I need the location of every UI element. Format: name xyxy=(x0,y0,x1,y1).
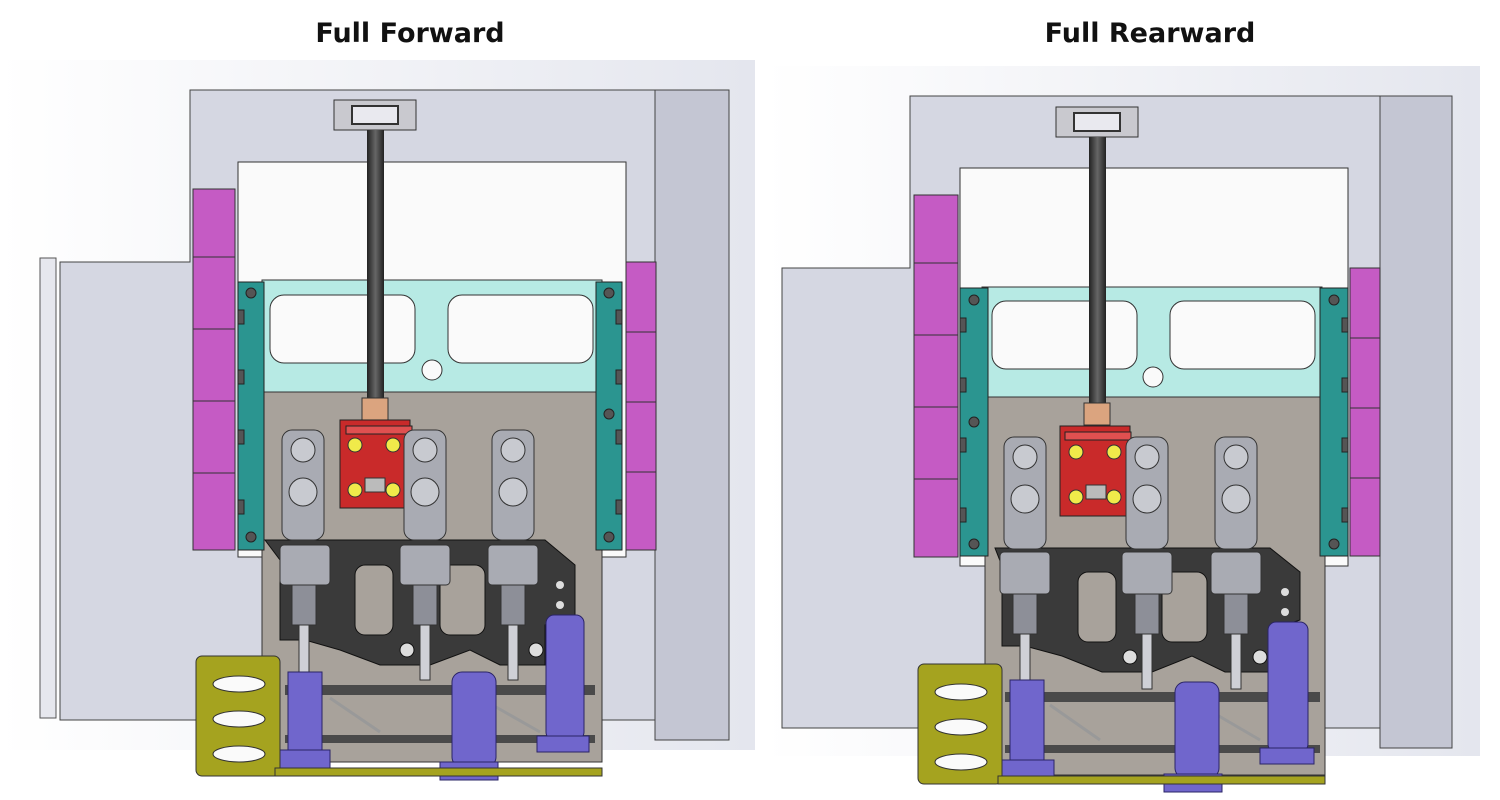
adjuster-block xyxy=(1059,425,1132,517)
plate-cutout xyxy=(1169,300,1316,370)
bottom-rail xyxy=(285,685,595,695)
top-bearing xyxy=(351,105,399,125)
frame-hole xyxy=(399,642,415,658)
panel-title-full-rearward: Full Rearward xyxy=(1044,18,1256,49)
plate-cutout xyxy=(447,294,594,364)
pedal-assembly-full-rearward xyxy=(765,66,1480,793)
plate-hole xyxy=(1142,366,1164,388)
frame-strut xyxy=(1049,703,1101,742)
frame-hole xyxy=(1281,588,1289,596)
frame-cutout xyxy=(354,564,394,636)
bumper-stack-right xyxy=(1349,267,1381,557)
rail-bolts xyxy=(959,294,1349,550)
floor-rail xyxy=(997,775,1326,785)
housing-left-wing xyxy=(39,257,57,719)
frame-cutout xyxy=(1077,571,1117,643)
pedal-actuator-icon xyxy=(536,614,590,753)
heel-rest-icon xyxy=(917,663,1003,785)
plate-cutout xyxy=(991,300,1138,370)
pedal-actuator-icon xyxy=(1259,621,1315,765)
bottom-rail xyxy=(1005,692,1320,702)
screw-nut xyxy=(1083,402,1111,426)
frame-hole xyxy=(1252,649,1268,665)
lead-screw-icon xyxy=(367,130,384,430)
plate-cutout xyxy=(269,294,416,364)
master-cylinder-icon xyxy=(399,429,451,681)
rail-bolts xyxy=(237,287,623,543)
panel-title-full-forward: Full Forward xyxy=(315,18,505,49)
side-rail-right xyxy=(1319,287,1349,557)
frame-hole xyxy=(556,581,564,589)
frame-cutout xyxy=(439,564,486,636)
master-cylinder-icon xyxy=(999,436,1051,685)
pedal-actuator-icon xyxy=(999,679,1055,781)
housing-right-column xyxy=(1379,95,1453,749)
master-cylinder-icon xyxy=(1121,436,1173,690)
pedal-assembly-full-forward xyxy=(0,60,755,781)
adjuster-block xyxy=(339,419,413,509)
pedal-actuator-icon xyxy=(277,671,331,771)
frame-strut xyxy=(329,696,381,734)
plate-hole xyxy=(421,359,443,381)
master-cylinder-icon xyxy=(487,429,539,681)
bottom-rail xyxy=(1005,745,1320,753)
frame-hole xyxy=(528,642,544,658)
bumper-stack-left xyxy=(913,194,959,558)
master-cylinder-icon xyxy=(1210,436,1262,690)
frame-hole xyxy=(1122,649,1138,665)
bumper-stack-right xyxy=(625,261,657,551)
frame-cutout xyxy=(1161,571,1208,643)
housing-right-column xyxy=(654,89,730,741)
frame-hole xyxy=(1281,608,1289,616)
heel-rest-icon xyxy=(195,655,281,777)
screw-nut xyxy=(361,397,389,421)
top-bearing xyxy=(1073,112,1121,132)
master-cylinder-icon xyxy=(279,429,331,681)
frame-hole xyxy=(556,601,564,609)
floor-rail xyxy=(274,767,603,777)
bumper-stack-left xyxy=(192,188,236,551)
bottom-rail xyxy=(285,735,595,743)
